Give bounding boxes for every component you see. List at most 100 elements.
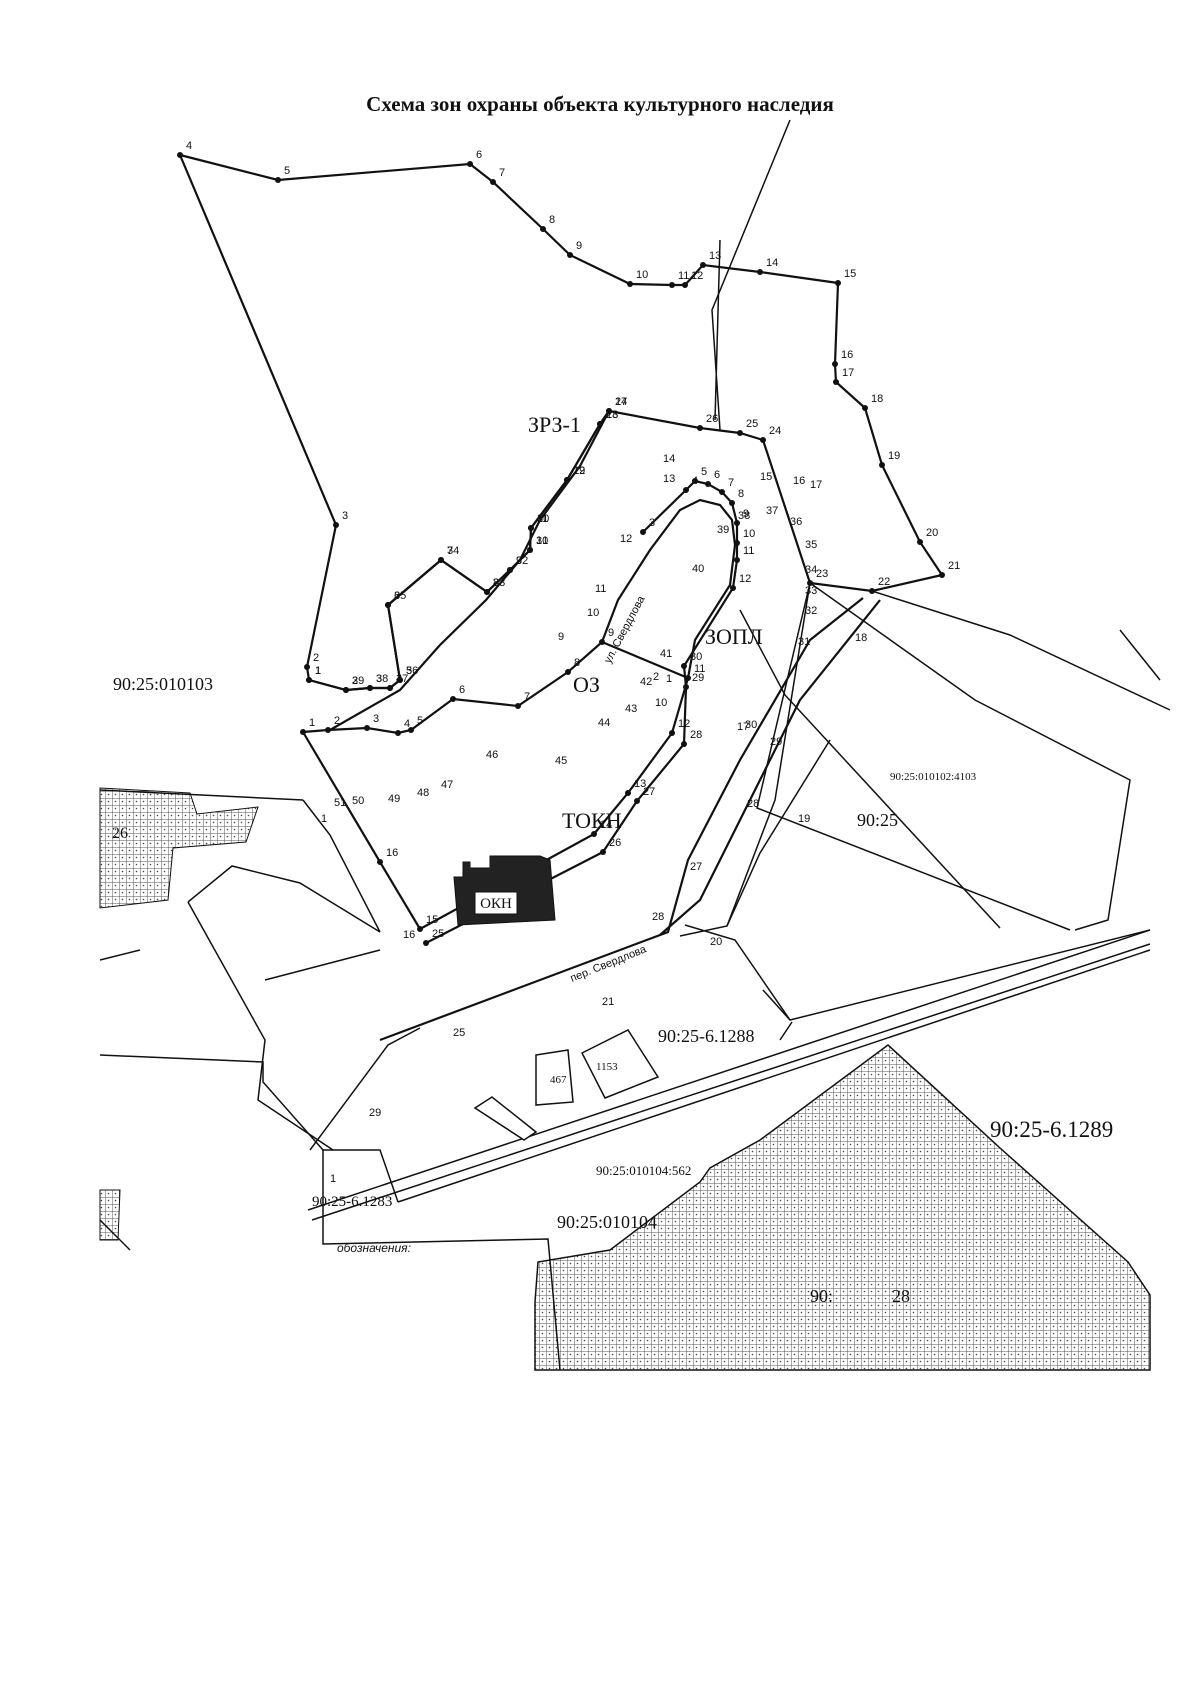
zone-label-oz: ОЗ xyxy=(573,672,600,697)
vertex-number: 13 xyxy=(634,778,646,790)
svg-text:46: 46 xyxy=(486,749,498,761)
vertex-number: 12 xyxy=(691,270,703,282)
svg-text:17: 17 xyxy=(810,479,822,491)
vertex-number: 9 xyxy=(743,508,749,520)
parcel-label-1289: 90:25-6.1289 xyxy=(990,1117,1113,1142)
building-1153-label: 1153 xyxy=(596,1061,618,1073)
vertex-marker xyxy=(599,639,605,645)
parcel-label-010104-562: 90:25:010104:562 xyxy=(596,1163,691,1178)
vertex-number: 36 xyxy=(406,665,418,677)
vertex-marker xyxy=(939,572,945,578)
vertex-number: 9 xyxy=(576,240,582,252)
vertex-marker xyxy=(423,940,429,946)
vertex-number: 15 xyxy=(426,914,438,926)
vertex-number: 19 xyxy=(888,450,900,462)
svg-text:30: 30 xyxy=(745,719,757,731)
svg-text:29: 29 xyxy=(369,1107,381,1119)
svg-text:28: 28 xyxy=(652,911,664,923)
vertex-number: 31 xyxy=(536,535,548,547)
okn-building xyxy=(453,855,556,926)
svg-text:10: 10 xyxy=(655,697,667,709)
vertex-marker xyxy=(692,478,698,484)
vertex-marker xyxy=(343,687,349,693)
vertex-number: 28 xyxy=(690,729,702,741)
vertex-number: 13 xyxy=(709,250,721,262)
vertex-number: 15 xyxy=(844,268,856,280)
vertex-number: 7 xyxy=(524,691,530,703)
svg-text:27: 27 xyxy=(690,861,702,873)
vertex-number: 34 xyxy=(447,545,459,557)
vertex-marker xyxy=(377,859,383,865)
svg-text:45: 45 xyxy=(555,755,567,767)
parcel-label-9025: 90:25 xyxy=(857,810,898,830)
vertex-number: 2 xyxy=(334,715,340,727)
vertex-number: 3 xyxy=(376,673,382,685)
vertex-marker xyxy=(385,602,391,608)
svg-text:28: 28 xyxy=(747,798,759,810)
vertex-number: 39 xyxy=(352,675,364,687)
vertex-number: 26 xyxy=(706,413,718,425)
vertex-number: 5 xyxy=(417,715,423,727)
vertex-number: 33 xyxy=(493,577,505,589)
vertex-marker xyxy=(625,790,631,796)
vertex-marker xyxy=(300,729,306,735)
vertex-marker xyxy=(507,567,513,573)
parcel-label-010103: 90:25:010103 xyxy=(113,674,213,694)
vertex-marker xyxy=(734,520,740,526)
vertex-marker xyxy=(417,926,423,932)
vertex-marker xyxy=(528,525,534,531)
svg-text:41: 41 xyxy=(660,648,672,660)
hatched-area-left xyxy=(99,787,259,909)
vertex-marker xyxy=(304,664,310,670)
vertex-number: 14 xyxy=(600,819,612,831)
vertex-marker xyxy=(917,539,923,545)
svg-text:50: 50 xyxy=(352,795,364,807)
vertex-marker xyxy=(467,161,473,167)
vertex-number: 22 xyxy=(878,576,890,588)
vertex-marker xyxy=(640,529,646,535)
vertex-number: 8 xyxy=(574,657,580,669)
vertex-marker xyxy=(697,425,703,431)
svg-text:1: 1 xyxy=(330,1173,336,1185)
parcel-label-010104: 90:25:010104 xyxy=(557,1212,657,1232)
vertex-marker xyxy=(719,489,725,495)
vertex-number: 7 xyxy=(499,167,505,179)
vertex-number: 4 xyxy=(186,140,192,152)
vertex-marker xyxy=(177,152,183,158)
vertex-number: 9 xyxy=(516,555,522,567)
vertex-marker xyxy=(515,703,521,709)
svg-text:38: 38 xyxy=(738,510,750,522)
vertex-number: 12 xyxy=(573,465,585,477)
cadastral-lines xyxy=(99,119,1171,1371)
svg-text:36: 36 xyxy=(790,516,802,528)
svg-text:34: 34 xyxy=(805,564,817,576)
vertex-number: 1 xyxy=(309,717,315,729)
vertex-marker xyxy=(734,540,740,546)
vertex-number: 11 xyxy=(694,663,705,675)
vertex-marker xyxy=(681,663,687,669)
vertex-marker xyxy=(757,269,763,275)
vertex-number: 12 xyxy=(739,573,751,585)
vertex-number: 7 xyxy=(447,545,453,557)
vertex-number: 11 xyxy=(743,545,754,557)
vertex-marker xyxy=(669,730,675,736)
vertex-marker xyxy=(275,177,281,183)
vertex-marker xyxy=(832,361,838,367)
page-title: Схема зон охраны объекта культурного нас… xyxy=(366,92,834,116)
vertex-number: 3 xyxy=(373,713,379,725)
vertex-marker xyxy=(484,589,490,595)
vertex-number: 13 xyxy=(606,409,618,421)
svg-text:18: 18 xyxy=(855,632,867,644)
vertex-number: 14 xyxy=(615,396,627,408)
svg-text:9: 9 xyxy=(558,631,564,643)
vertex-marker xyxy=(325,727,331,733)
svg-text:32: 32 xyxy=(805,605,817,617)
zone-boundaries xyxy=(178,153,944,1042)
vertex-number: 25 xyxy=(432,928,444,940)
building-shed xyxy=(473,1096,538,1141)
vertex-number: 8 xyxy=(549,214,555,226)
vertex-marker xyxy=(540,226,546,232)
vertex-marker xyxy=(397,677,403,683)
svg-text:19: 19 xyxy=(798,813,810,825)
